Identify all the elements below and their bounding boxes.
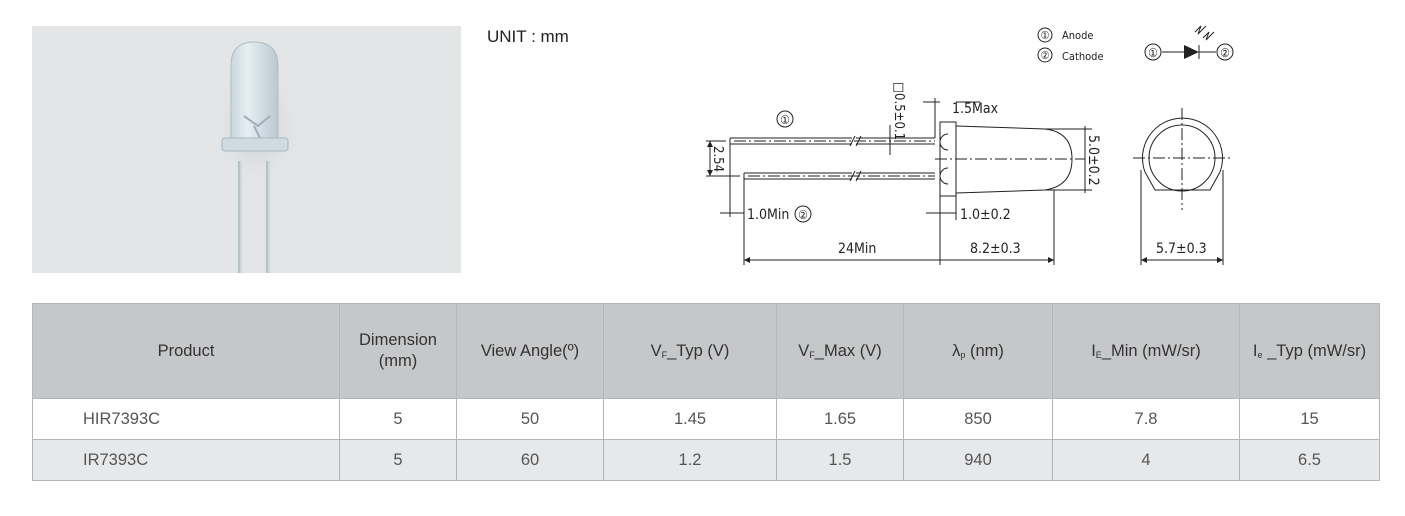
legend-label-anode: Anode: [1062, 29, 1093, 42]
header-product: Product: [32, 303, 340, 399]
spec-table: Product Dimension(mm) View Angle(º) VF_T…: [32, 303, 1380, 481]
dimension-drawing: ① ② ① Anode ② Cathode ① ② □0.5±0.1 1.5Ma…: [706, 25, 1234, 265]
cell-ie-min: 7.8: [1052, 398, 1240, 440]
dim-body-length: 8.2±0.3: [970, 241, 1021, 257]
dim-lead-length: 24Min: [838, 241, 876, 257]
end-view: [1133, 108, 1233, 265]
pin2-marker: ②: [798, 208, 808, 222]
unit-label: UNIT : mm: [487, 27, 569, 46]
cell-vf-typ: 1.2: [603, 439, 777, 481]
cell-vf-max: 1.65: [776, 398, 904, 440]
cell-view-angle: 60: [456, 439, 604, 481]
body-outline: [955, 125, 1073, 194]
header-ie-min: IE_Min (mW/sr): [1052, 303, 1240, 399]
dim-flange-max: 1.5Max: [952, 101, 999, 117]
dim-flange-thickness: 1.0±0.2: [960, 207, 1011, 223]
product-photo: [32, 26, 461, 273]
pin1-marker: ①: [780, 113, 790, 127]
cell-vf-typ: 1.45: [603, 398, 777, 440]
legend-num-1: ①: [1041, 29, 1050, 42]
cell-ie-typ: 15: [1239, 398, 1380, 440]
lead-1: [729, 135, 935, 147]
header-peak-wavelength: λp (nm): [903, 303, 1053, 399]
header-vf-typ: VF_Typ (V): [603, 303, 777, 399]
diode-symbol-icon: [1184, 45, 1199, 59]
table-row: HIR7393C 5 50 1.45 1.65 850 7.8 15: [32, 398, 1380, 440]
table-row: IR7393C 5 60 1.2 1.5 940 4 6.5: [32, 439, 1380, 481]
cell-dimension: 5: [339, 398, 457, 440]
header-view-angle: View Angle(º): [456, 303, 604, 399]
legend-label-cathode: Cathode: [1062, 50, 1104, 63]
dim-lead-pitch: 2.54: [710, 146, 725, 172]
cell-peak-wavelength: 850: [903, 398, 1053, 440]
cell-ie-typ: 6.5: [1239, 439, 1380, 481]
dim-body-diameter: 5.0±0.2: [1085, 135, 1101, 186]
cell-view-angle: 50: [456, 398, 604, 440]
cell-product: IR7393C: [32, 439, 340, 481]
header-ie-typ: Ie _Typ (mW/sr): [1239, 303, 1380, 399]
lead-2: [743, 170, 935, 182]
table-header-row: Product Dimension(mm) View Angle(º) VF_T…: [32, 303, 1380, 399]
symbol-pin-right: ②: [1220, 46, 1230, 60]
cell-dimension: 5: [339, 439, 457, 481]
cell-vf-max: 1.5: [776, 439, 904, 481]
cell-peak-wavelength: 940: [903, 439, 1053, 481]
cell-product: HIR7393C: [32, 398, 340, 440]
symbol-pin-left: ①: [1148, 46, 1158, 60]
header-dimension: Dimension(mm): [339, 303, 457, 399]
dim-lead-diff: 1.0Min: [747, 207, 789, 223]
dim-flange-diameter: 5.7±0.3: [1156, 241, 1207, 257]
header-vf-max: VF_Max (V): [776, 303, 904, 399]
cell-ie-min: 4: [1052, 439, 1240, 481]
dim-lead-square: □0.5±0.1: [891, 82, 906, 140]
legend-num-2: ②: [1041, 49, 1050, 62]
led-photo-icon: [212, 41, 302, 273]
